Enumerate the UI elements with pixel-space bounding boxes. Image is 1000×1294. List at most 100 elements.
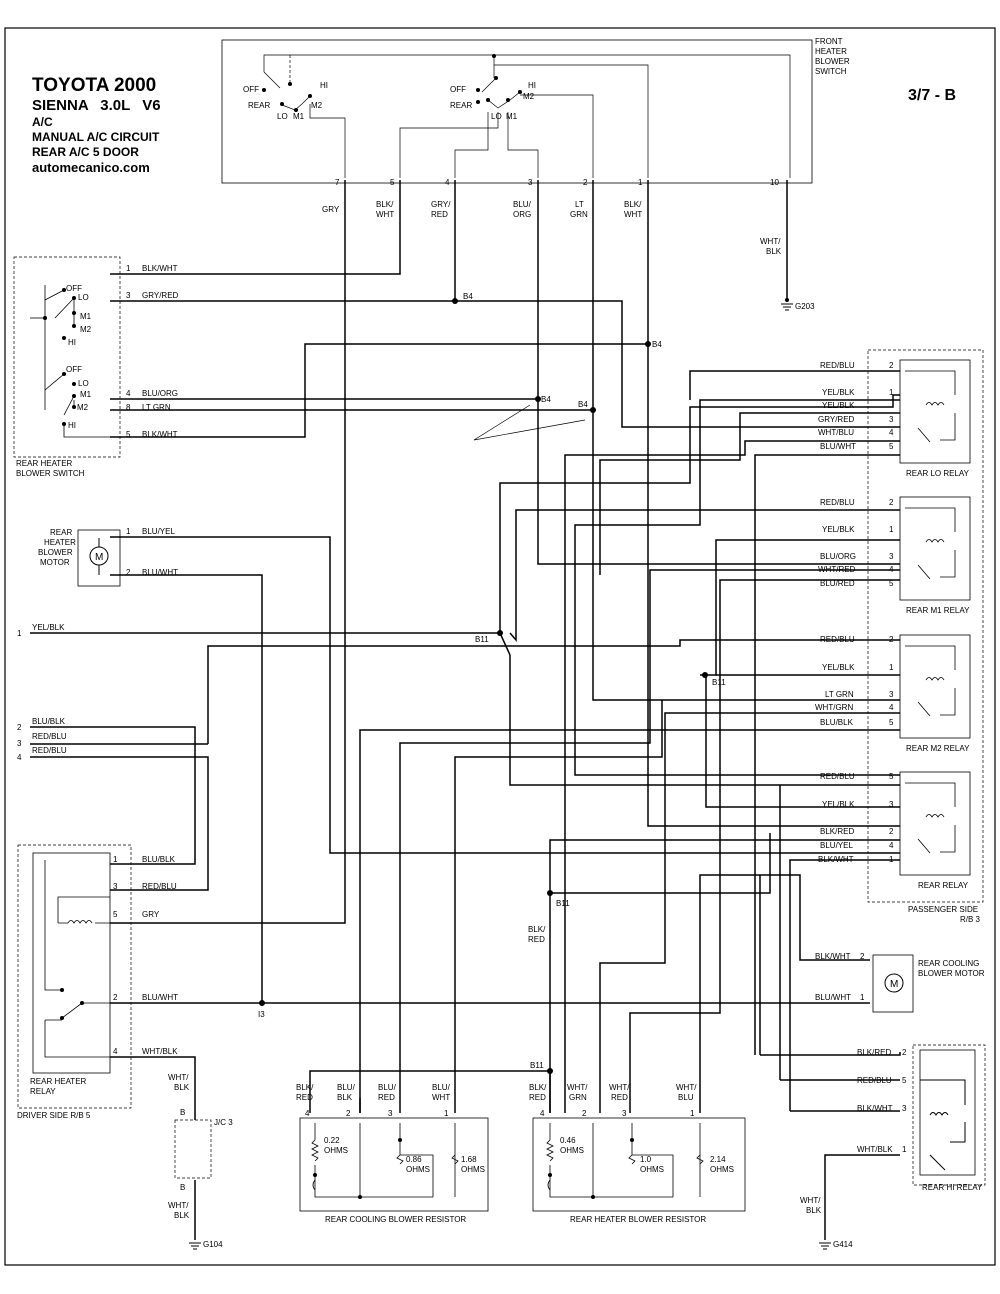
rm-pin-1: 1 <box>126 527 131 536</box>
junction-connector-jc3: B J/C 3 B WHT/ BLK WHT/ BLK G104 <box>168 1073 233 1250</box>
rs-off-1: OFF <box>66 284 82 293</box>
header-make: TOYOTA 2000 <box>32 75 157 96</box>
wire-gry: GRY <box>322 205 340 214</box>
lt-num-3: 3 <box>17 739 22 748</box>
rear-heater-relay: REAR HEATER RELAY DRIVER SIDE R/B 5 1 BL… <box>17 844 178 1120</box>
dr-pin-3: 3 <box>113 882 118 891</box>
header-model: SIENNA 3.0L V6 <box>32 97 161 114</box>
splice-b4-1: B4 <box>463 292 473 301</box>
wire-lt-grn-a: LT <box>575 200 584 209</box>
hr-pin-1: 1 <box>690 1109 695 1118</box>
dr-pin-1: 1 <box>113 855 118 864</box>
lo-wire-5: BLU/WHT <box>820 442 856 451</box>
hr-wire-4a: BLK/ <box>529 1083 547 1092</box>
rs-pin-4: 4 <box>126 389 131 398</box>
rs-pin-3: 3 <box>126 291 131 300</box>
m2-pin-3: 3 <box>889 690 894 699</box>
cr-wire-4b: RED <box>296 1093 313 1102</box>
lo-wire-1: YEL/BLK <box>822 388 855 397</box>
lo-wire-3: GRY/RED <box>818 415 855 424</box>
cr-val-2a: 0.86 <box>406 1155 422 1164</box>
hr-wire-4b: RED <box>529 1093 546 1102</box>
jc-wire-bottom-2: BLK <box>174 1211 190 1220</box>
rs-off-2: OFF <box>66 365 82 374</box>
hi-wire-5: RED/BLU <box>857 1076 892 1085</box>
front-left-rear-label: REAR <box>248 101 270 110</box>
lo-wire-extra: YEL/BLK <box>822 401 855 410</box>
front-left-lo-label: LO <box>277 112 288 121</box>
header-site: automecanico.com <box>32 160 150 175</box>
passenger-rb-label-2: R/B 3 <box>960 915 981 924</box>
lt-wire-1: YEL/BLK <box>32 623 65 632</box>
rs-wire-3: GRY/RED <box>142 291 179 300</box>
m1-wire-2: RED/BLU <box>820 498 855 507</box>
wire-blk-wht-c: BLK/ <box>624 200 642 209</box>
dr-wire-2: BLU/WHT <box>142 993 178 1002</box>
rear-relay-title: REAR RELAY <box>918 881 969 890</box>
jc-bottom-label: B <box>180 1183 185 1192</box>
front-switch-title-2: HEATER <box>815 47 847 56</box>
cm-wire-2: BLK/WHT <box>815 952 851 961</box>
lt-num-2: 2 <box>17 723 22 732</box>
rs-hi-2: HI <box>68 421 76 430</box>
rs-pin-1: 1 <box>126 264 131 273</box>
ground-g203: G203 <box>781 302 815 311</box>
dr-pin-5: 5 <box>113 910 118 919</box>
cr-val-3a: 1.68 <box>461 1155 477 1164</box>
hr-val-2a: 1.0 <box>640 1155 652 1164</box>
rs-pin-5: 5 <box>126 430 131 439</box>
m2-wire-1: YEL/BLK <box>822 663 855 672</box>
cr-val-1a: 0.22 <box>324 1136 340 1145</box>
m1-wire-5: BLU/RED <box>820 579 855 588</box>
cr-wire-1a: BLU/ <box>432 1083 451 1092</box>
hr-val-1a: 0.46 <box>560 1136 576 1145</box>
cr-val-1b: OHMS <box>324 1146 348 1155</box>
front-left-m1-label: M1 <box>293 112 305 121</box>
front-right-rear-label: REAR <box>450 101 472 110</box>
hi-pin-5: 5 <box>902 1076 907 1085</box>
ground-g203-label: G203 <box>795 302 815 311</box>
front-right-m1-label: M1 <box>506 112 518 121</box>
cr-wire-4a: BLK/ <box>296 1083 314 1092</box>
cooling-resistor-title: REAR COOLING BLOWER RESISTOR <box>325 1215 466 1224</box>
front-left-hi-label: HI <box>320 81 328 90</box>
rr-pin-5: 5 <box>889 772 894 781</box>
blk-red-mid-2: RED <box>528 935 545 944</box>
hr-wire-2a: WHT/ <box>567 1083 588 1092</box>
splice-b11-4: B11 <box>530 1061 544 1070</box>
rear-motor-m-symbol: M <box>95 552 103 563</box>
rr-pin-2: 2 <box>889 827 894 836</box>
m1-wire-1: YEL/BLK <box>822 525 855 534</box>
rear-motor-title-3: BLOWER <box>38 548 73 557</box>
lt-wire-4: RED/BLU <box>32 746 67 755</box>
rm-wire-1: BLU/YEL <box>142 527 175 536</box>
rr-pin-3: 3 <box>889 800 894 809</box>
dr-wire-1: BLU/BLK <box>142 855 176 864</box>
m2-wire-3: LT GRN <box>825 690 854 699</box>
jc-wire-top-1: WHT/ <box>168 1073 189 1082</box>
rr-wire-5: RED/BLU <box>820 772 855 781</box>
rm-pin-2: 2 <box>126 568 131 577</box>
rear-relay: REAR RELAY RED/BLU 5 YEL/BLK 3 BLK/RED 2… <box>818 772 969 890</box>
m1-relay-title: REAR M1 RELAY <box>906 606 970 615</box>
rear-switch-title-1: REAR HEATER <box>16 459 73 468</box>
splice-b11-2: B11 <box>712 678 726 687</box>
lo-pin-3: 3 <box>889 415 894 424</box>
front-heater-blower-switch: FRONT HEATER BLOWER SWITCH OFF REAR <box>221 37 850 184</box>
rm-wire-2: BLU/WHT <box>142 568 178 577</box>
hr-wire-2b: GRN <box>569 1093 587 1102</box>
hr-pin-3: 3 <box>622 1109 627 1118</box>
rr-pin-4: 4 <box>889 841 894 850</box>
rear-heater-blower-switch: OFF LO M1 M2 HI OFF LO M1 M2 HI REAR HEA… <box>13 256 179 478</box>
rear-motor-title-4: MOTOR <box>40 558 70 567</box>
jc-name: J/C 3 <box>214 1118 233 1127</box>
front-right-hi-label: HI <box>528 81 536 90</box>
ground-g414-label: G414 <box>833 1240 853 1249</box>
hr-wire-1a: WHT/ <box>676 1083 697 1092</box>
splice-dots <box>259 298 789 1074</box>
m1-wire-3: BLU/ORG <box>820 552 856 561</box>
g414-wire-1: WHT/ <box>800 1196 821 1205</box>
hr-wire-3b: RED <box>611 1093 628 1102</box>
jc-top-label: B <box>180 1108 185 1117</box>
hi-wire-2: BLK/RED <box>857 1048 891 1057</box>
